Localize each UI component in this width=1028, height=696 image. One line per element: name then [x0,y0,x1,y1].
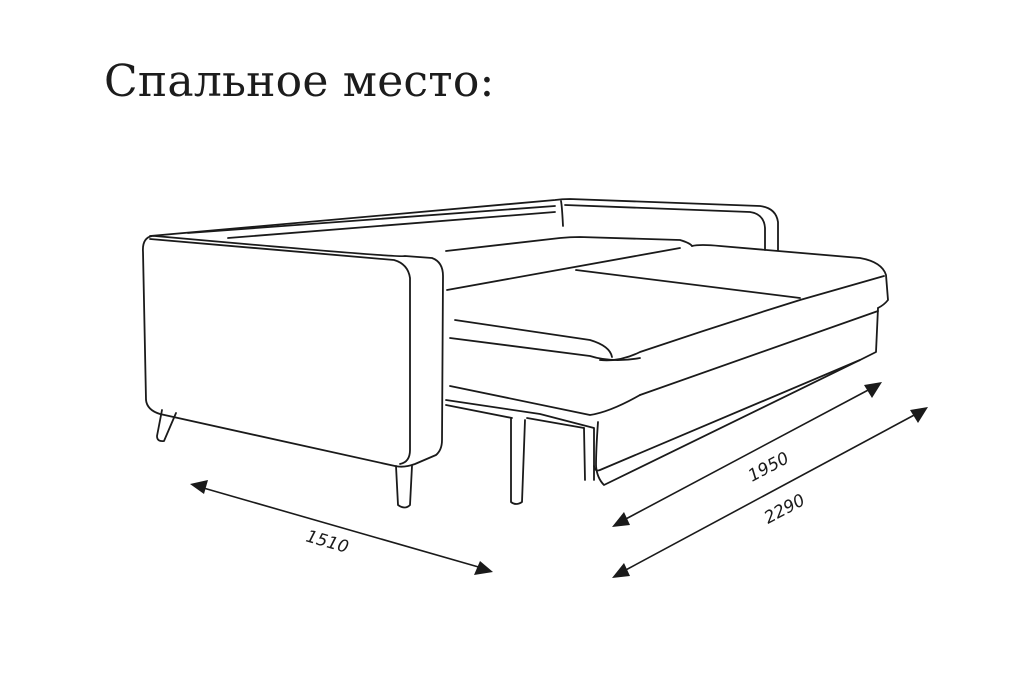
page-title: Спальное место: [104,56,495,107]
dimension-label-sleeping-length: 1950 [745,448,793,486]
dimension-total-length: 2290 [612,407,928,578]
armrest-outline [142,235,444,468]
dimension-width: 1510 [190,480,493,575]
backrest-outline [149,198,779,251]
dimension-label-total-length: 2290 [761,490,809,528]
sofa-drawing [142,198,889,509]
dimension-label-width: 1510 [304,527,351,558]
